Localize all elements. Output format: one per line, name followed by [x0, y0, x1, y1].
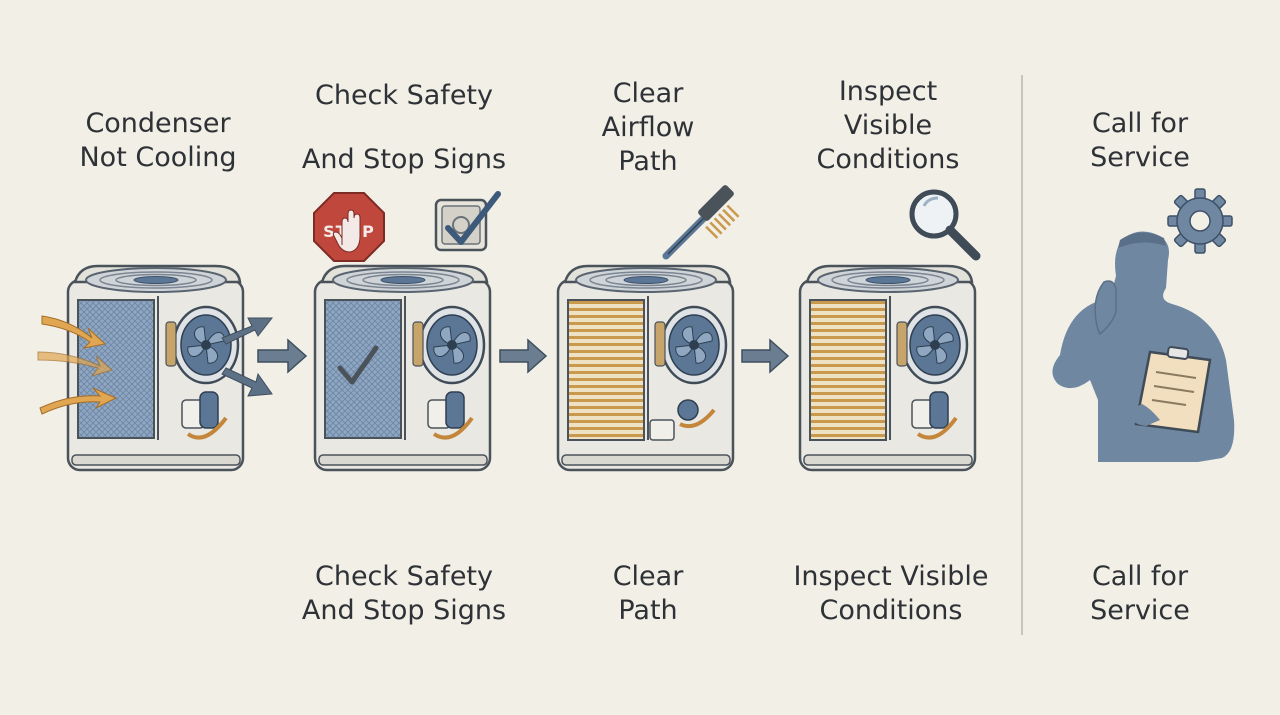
- gear-icon: [1167, 188, 1233, 254]
- step-2-caption-line-1: Check Safety: [314, 561, 493, 592]
- flow-arrow-3: [741, 338, 790, 374]
- step-4-caption-line-1: Inspect Visible: [793, 561, 989, 592]
- step-3-title-line-1: Clear: [612, 78, 684, 109]
- condenser-unit-2: [313, 264, 492, 472]
- step-4-title-line-3: Conditions: [816, 144, 960, 175]
- step-5-title-line-1: Call for: [1091, 108, 1189, 139]
- step-4-title-line-2: Visible: [843, 110, 933, 141]
- step-4-title-line-1: Inspect: [838, 76, 938, 107]
- exhaust-arrows: [221, 317, 274, 397]
- step-2-title-line-2: And Stop Signs: [301, 144, 507, 175]
- step-2-title: Check Safety And Stop Signs: [284, 79, 524, 177]
- step-2-caption-line-2: And Stop Signs: [301, 595, 507, 626]
- clipboard-icon: [1129, 346, 1212, 434]
- magnifier-icon: [909, 189, 981, 261]
- step-3-title-line-2: Airflow: [601, 112, 695, 143]
- step-3-title-line-3: Path: [618, 146, 678, 177]
- technician-icon: [1052, 231, 1235, 462]
- step-3-caption: Clear Path: [558, 560, 738, 628]
- step-4-title: Inspect Visible Conditions: [788, 75, 988, 177]
- brush-icon: [662, 185, 740, 260]
- section-divider: [1021, 75, 1023, 635]
- step-5-caption-line-2: Service: [1090, 595, 1190, 626]
- step-3-caption-line-1: Clear: [612, 561, 684, 592]
- condenser-unit-3: [556, 264, 735, 472]
- step-2-caption: Check Safety And Stop Signs: [284, 560, 524, 628]
- step-1-title: Condenser Not Cooling: [58, 107, 258, 175]
- step-4-caption-line-2: Conditions: [819, 595, 963, 626]
- step-5-caption-line-1: Call for: [1091, 561, 1189, 592]
- step-3-title: Clear Airflow Path: [558, 77, 738, 179]
- step-5-caption: Call for Service: [1040, 560, 1240, 628]
- airflow-arrows-icon: [37, 315, 118, 415]
- step-3-caption-line-2: Path: [618, 595, 678, 626]
- stop-sign-icon: STOP: [313, 192, 385, 262]
- step-2-title-line-1: Check Safety: [314, 80, 493, 111]
- step-1-title-line-1: Condenser: [85, 108, 231, 139]
- condenser-unit-1: [37, 264, 274, 472]
- condenser-unit-4: [798, 264, 977, 472]
- checkbox-icon: [434, 191, 501, 252]
- step-5-title: Call for Service: [1040, 107, 1240, 175]
- flow-arrow-2: [499, 338, 548, 374]
- step-5-title-line-2: Service: [1090, 142, 1190, 173]
- step-1-title-line-2: Not Cooling: [79, 142, 237, 173]
- flow-arrow-1: [257, 338, 308, 374]
- step-4-caption: Inspect Visible Conditions: [776, 560, 1006, 628]
